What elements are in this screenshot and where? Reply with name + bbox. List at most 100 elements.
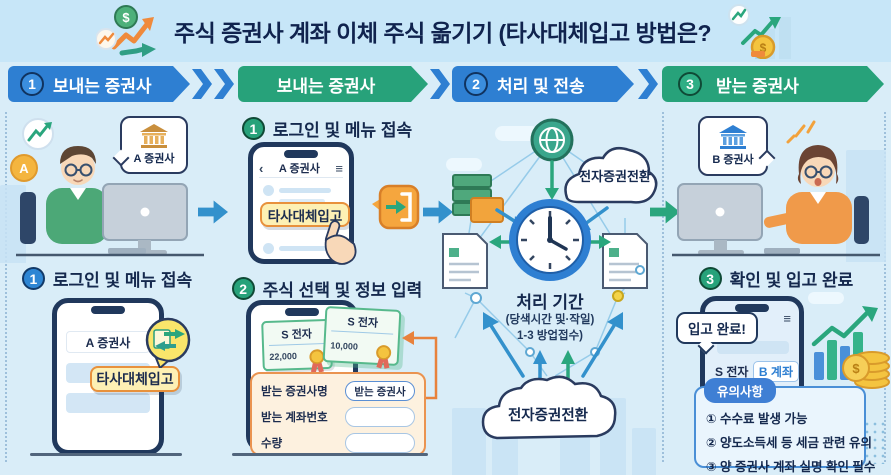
cloud-decoration (495, 126, 539, 141)
step-banner-1: 1 보내는 증권사 (8, 66, 190, 102)
bank-b-bubble: B 증권사 (698, 116, 776, 176)
deposit-complete-bubble: 입고 완료! (676, 312, 758, 344)
cloud-decoration (446, 158, 482, 171)
network-node (470, 292, 482, 304)
account-badge[interactable]: B 계좌 (752, 361, 799, 382)
notice-box: 유의사항 ① 수수료 발생 가능 ② 양도소득세 등 세금 관련 유의 ③ 양 … (694, 378, 875, 474)
document-icon (442, 233, 488, 289)
document-icon (602, 233, 648, 289)
row-placeholder (717, 341, 789, 354)
person-body (786, 192, 852, 244)
keyboard (108, 248, 146, 254)
notice-items: ① 수수료 발생 가능 ② 양도소득세 등 세금 관련 유의 ③ 양 증권사 계… (706, 408, 875, 475)
notice-item: ① 수수료 발생 가능 (706, 412, 808, 426)
menu-row-placeholder[interactable] (66, 393, 150, 413)
step-banner-label: 받는 증권사 (716, 76, 799, 96)
form-label: 받는 계좌번호 (261, 412, 328, 424)
step-banner-label: 보내는 증권사 (276, 76, 376, 96)
phone-notch (735, 304, 769, 312)
receiving-broker-input[interactable] (345, 381, 415, 401)
step-banner-2: 2 처리 및 전송 (452, 66, 634, 102)
bank-bubble-label: B 증권사 (712, 154, 754, 166)
tasa-transfer-menu-button[interactable]: 타사대체입고 (90, 366, 180, 392)
list-item-placeholder (263, 185, 331, 196)
certificate-name: S 전자 (331, 312, 395, 335)
bank-bubble-label: A 증권사 (133, 153, 175, 165)
building-silhouette (632, 428, 656, 475)
quantity-input[interactable] (345, 433, 415, 453)
cloud-top-label: 전자증권전환 (579, 169, 651, 184)
stock-certificate: S 전자 10,000 (322, 306, 402, 366)
duration-line: 1-3 방업접수) (517, 329, 583, 342)
receiving-account-input[interactable] (345, 407, 415, 427)
list-item-placeholder (263, 243, 331, 254)
step-number-badge: 1 (20, 72, 44, 96)
form-row: 수량 (261, 433, 415, 453)
login-enter-icon (372, 184, 420, 230)
caption-number: 1 (241, 117, 265, 140)
folder-icon (470, 197, 504, 223)
chevron-icon (192, 69, 212, 99)
caption-step1-col1: 1 로그인 및 메뉴 접속 (4, 266, 210, 291)
bank-icon (140, 124, 168, 148)
caption-step3-col4: 3 확인 및 입고 완료 (664, 266, 888, 291)
step-number-badge: 3 (678, 72, 702, 96)
building-silhouette (492, 432, 518, 475)
cloud-shape (564, 147, 658, 204)
chevron-icon (638, 69, 658, 99)
chevron-icon (430, 69, 450, 99)
stock-growth-icon: $ (95, 5, 156, 57)
person-body (46, 188, 108, 244)
form-row: 받는 증권사명 (261, 381, 415, 401)
bank-icon (719, 125, 747, 149)
keyboard (764, 248, 800, 254)
caption-text: 로그인 및 메뉴 접속 (52, 271, 193, 290)
cloud-bottom-label: 전자증권전환 (507, 408, 589, 424)
notice-title: 유의사항 (704, 378, 777, 403)
divider-dotted (884, 112, 886, 462)
transfer-bubble-icon (145, 317, 191, 368)
transfer-form: 받는 증권사명 받는 계좌번호 수량 (250, 372, 426, 456)
hamburger-menu-icon[interactable]: ≡ (335, 160, 343, 176)
phone-app-title: A 증권사 (66, 331, 150, 353)
phone-notch (285, 308, 319, 316)
caption-step2-col2: 2 주식 선택 및 정보 입력 (216, 276, 438, 301)
coin-a-icon (10, 154, 38, 182)
step-banner-1b: 보내는 증권사 (238, 66, 428, 102)
receiver-user-illustration (672, 120, 880, 257)
step-banner-label: 처리 및 전송 (497, 76, 585, 96)
medal-icon (375, 344, 392, 361)
caption-text: 주식 선택 및 정보 입력 (262, 281, 423, 300)
phone-notch (91, 306, 125, 314)
link-arrow (402, 331, 438, 400)
sparkle-icon (786, 120, 816, 144)
table-surface (30, 453, 182, 456)
back-icon[interactable]: ‹ (259, 160, 264, 176)
form-label: 수량 (261, 438, 283, 450)
caption-number: 1 (21, 267, 45, 290)
hamburger-menu-icon[interactable]: ≡ (783, 311, 791, 326)
certificate-name: S 전자 (268, 325, 325, 346)
phone-notch (284, 150, 318, 158)
cloud-decoration (808, 292, 844, 304)
step-number-badge: 2 (464, 72, 488, 96)
hand-pointer-icon (324, 220, 357, 265)
stock-name: S 전자 (715, 365, 749, 379)
sender-user-illustration: A (10, 118, 204, 257)
person-head (61, 151, 95, 185)
chevron-icon (214, 69, 234, 99)
bank-a-bubble: A 증권사 (112, 116, 188, 174)
notice-item: ② 양도소득세 등 세금 관련 유의 (706, 436, 872, 450)
notice-item: ③ 양 증권사 계좌 실명 확인 필수 (706, 460, 876, 474)
caption-step1-col2: 1 로그인 및 메뉴 접속 (216, 116, 438, 141)
network-node (612, 290, 624, 302)
form-row: 받는 계좌번호 (261, 407, 415, 427)
dollar-glyph: $ (760, 41, 767, 55)
svg-text:A: A (19, 161, 29, 176)
chart-coin-icon: $ (728, 4, 792, 59)
tasa-transfer-menu-button[interactable]: 타사대체입고 (260, 202, 350, 227)
dollar-glyph: $ (852, 361, 860, 376)
header-bar: $ 주식 증권사 계좌 이체 주식 옮기기 (타사대체입고 방법은? $ (0, 0, 891, 62)
processing-duration: 처리 기간 (당색시간 및·작일) 1-3 방업접수) (460, 288, 640, 344)
